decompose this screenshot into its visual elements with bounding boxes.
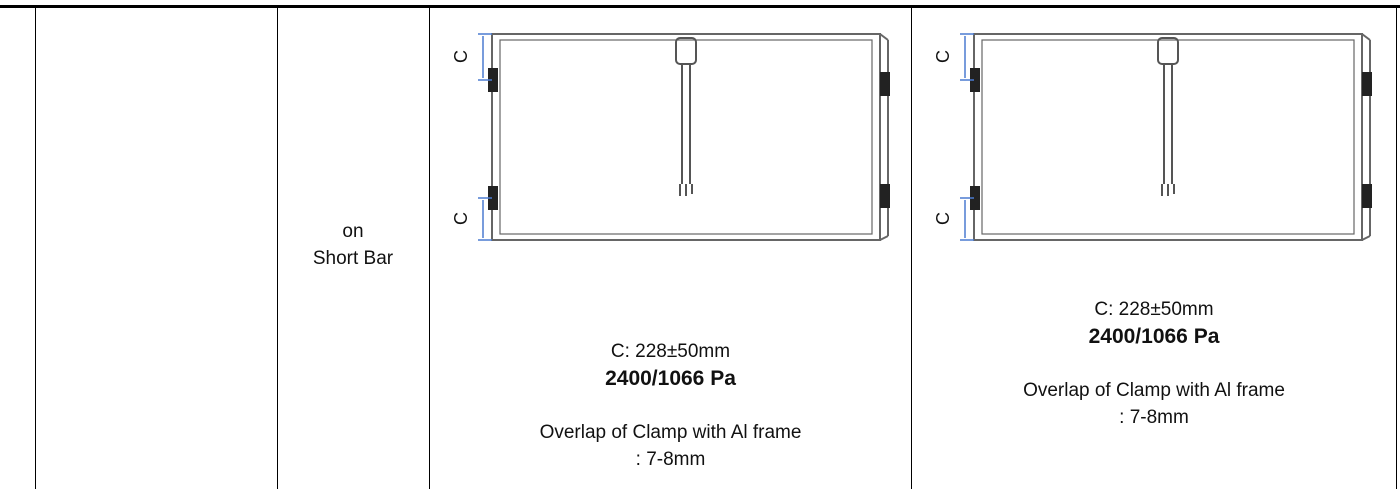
column-divider bbox=[911, 8, 912, 489]
caption-spacer bbox=[430, 392, 911, 419]
table-top-border bbox=[0, 5, 1400, 8]
clamp bbox=[970, 68, 1372, 210]
mount-label-line1: on bbox=[342, 221, 364, 242]
mount-label-line2: Short Bar bbox=[312, 248, 394, 269]
column-divider bbox=[1396, 8, 1397, 489]
column-divider bbox=[35, 8, 36, 489]
overlap-value: : 7-8mm bbox=[635, 449, 706, 470]
load-rating: 2400/1066 Pa bbox=[605, 367, 736, 390]
overlap-value: : 7-8mm bbox=[1119, 407, 1189, 428]
panel-clamp-diagram: C C bbox=[933, 33, 1372, 241]
junction-box-and-cable bbox=[675, 37, 697, 196]
dimension-label-top: C bbox=[451, 50, 471, 63]
clamp-spec: C: 228±50mm bbox=[1094, 299, 1214, 320]
column-divider bbox=[429, 8, 430, 489]
dimension-marks bbox=[960, 33, 974, 241]
overlap-note: Overlap of Clamp with Al frame bbox=[1023, 380, 1285, 401]
caption-spacer bbox=[912, 350, 1396, 377]
load-rating: 2400/1066 Pa bbox=[1088, 325, 1220, 348]
panel-caption: C: 228±50mm 2400/1066 Pa Overlap of Clam… bbox=[430, 338, 911, 473]
frame-edges bbox=[1361, 33, 1371, 241]
dimension-marks bbox=[478, 33, 492, 241]
dimension-label-bottom: C bbox=[451, 212, 471, 225]
panel-clamp-diagram: C C bbox=[451, 33, 890, 241]
module-frame bbox=[491, 33, 881, 241]
junction-box-and-cable bbox=[1157, 37, 1179, 196]
panel-caption: C: 228±50mm 2400/1066 Pa Overlap of Clam… bbox=[912, 296, 1396, 431]
clamp-spec: C: 228±50mm bbox=[610, 341, 731, 362]
dimension-label-bottom: C bbox=[933, 212, 953, 225]
overlap-note: Overlap of Clamp with Al frame bbox=[539, 422, 802, 443]
module-frame bbox=[973, 33, 1363, 241]
clamp bbox=[488, 68, 890, 210]
column-divider bbox=[277, 8, 278, 489]
frame-edges bbox=[879, 33, 889, 241]
dimension-label-top: C bbox=[933, 50, 953, 63]
